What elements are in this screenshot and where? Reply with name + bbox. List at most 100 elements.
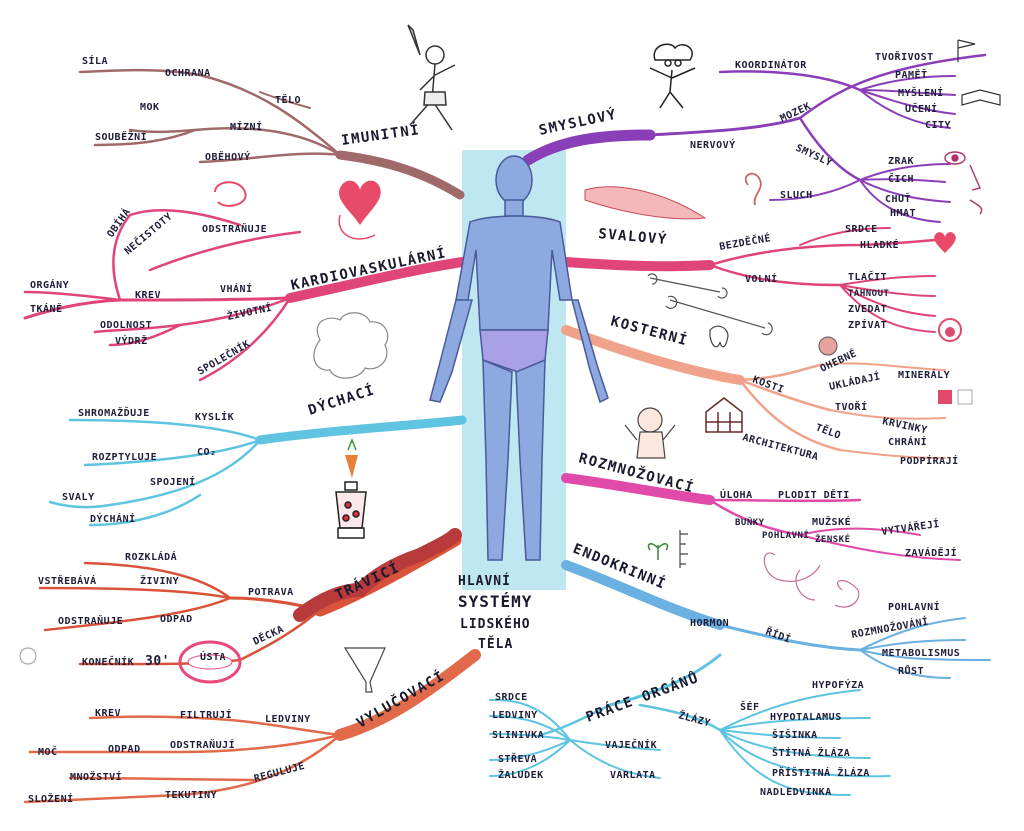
branch-kardio-lines (23, 209, 467, 382)
label: HLADKÉ (860, 238, 899, 251)
label: POTRAVA (248, 587, 294, 598)
label: KONEČNÍK (82, 655, 134, 668)
branch-prace-lines (489, 653, 891, 796)
label: TVOŘÍ (835, 400, 868, 413)
label: OCHRANA (165, 68, 211, 79)
baby-icon (624, 407, 676, 459)
carrot-icon (345, 437, 358, 478)
label: SLINIVKA (492, 730, 544, 741)
label: ODSTRAŇUJÍ (170, 738, 235, 751)
label: ŽLÁZY (677, 708, 712, 729)
label: MOČ (38, 745, 58, 758)
branch-endokrinni-lines (561, 560, 991, 679)
label: MOK (140, 102, 160, 113)
label: ÚLOHA (720, 488, 753, 501)
label: HORMON (690, 618, 729, 629)
label: SMYSLY (794, 143, 834, 170)
label: SPOJENÍ (150, 475, 196, 488)
label: VARLATA (610, 770, 656, 781)
bone-icon (647, 273, 773, 336)
branch-smyslovy-lines (522, 53, 987, 223)
label: SLUCH (780, 190, 813, 201)
cycle-icon (214, 181, 247, 207)
label: SÍLA (82, 54, 108, 67)
label: TKÁNĚ (30, 302, 63, 315)
label: KREV (95, 708, 121, 719)
label: ÚSTA (200, 650, 226, 663)
label: VYTVÁŘEJÍ (881, 517, 941, 538)
label: OBĚHOVÝ (205, 150, 251, 163)
branch-label-svalovy: SVALOVÝ (598, 224, 669, 248)
label: BEZDĚČNÉ (718, 231, 772, 253)
muscle-icon (584, 186, 707, 220)
label: STŘEVA (498, 752, 537, 765)
label: MNOŽSTVÍ (70, 770, 122, 783)
label: TEKUTINY (165, 790, 217, 801)
label: ŠÉF (740, 700, 760, 713)
label: NERVOVÝ (690, 138, 736, 151)
label: SRDCE (495, 692, 528, 703)
label: MINERÁLY (898, 368, 950, 381)
label: 30' (145, 654, 170, 669)
label: ODPAD (160, 614, 193, 625)
label: ZPÍVAT (848, 318, 887, 331)
label: ŽALUDEK (498, 768, 544, 781)
label: HYPOFÝZA (812, 678, 864, 691)
lungs-icon (313, 312, 389, 379)
branch-dychaci-lines (48, 415, 467, 527)
small-heart-icon (934, 232, 956, 253)
branch-rozmnozovaci-lines (561, 473, 961, 561)
label: ODOLNOST (100, 320, 152, 331)
label: ODSTRAŇUJE (58, 614, 123, 627)
label: ORGÁNY (30, 278, 69, 291)
label: ARCHITEKTURA (741, 432, 819, 463)
label: BUŇKY (735, 516, 765, 528)
label: REGULUJE (253, 761, 306, 785)
center-title-4: TĚLA (478, 636, 513, 652)
label: TÁHNOUT (848, 287, 890, 299)
tooth-icon (709, 325, 729, 348)
label: VAJEČNÍK (605, 738, 657, 751)
label: PLODIT DĚTI (778, 488, 850, 501)
label: DÝCHÁNÍ (90, 512, 136, 525)
label: VSTŘEBÁVÁ (38, 574, 97, 587)
label: HYPOTALAMUS (770, 712, 842, 723)
label: KYSLÍK (195, 410, 234, 423)
label: UČENÍ (905, 102, 938, 115)
label: ŽENSKÉ (815, 533, 851, 545)
label: VOLNÍ (745, 272, 778, 285)
label: PODPÍRAJÍ (900, 454, 959, 467)
label: TĚLO (814, 421, 843, 442)
label: SHROMAŽĎUJE (78, 406, 150, 419)
ruler-icon (679, 530, 688, 568)
intestine-icon (293, 528, 462, 622)
house-icon (705, 397, 743, 433)
label: FILTRUJÍ (180, 708, 232, 721)
label: LEDVINY (492, 710, 538, 721)
label: ODSTRAŇUJE (202, 222, 267, 235)
label: CITY (925, 120, 951, 131)
singing-face-icon (938, 318, 962, 342)
label: PŘÍŠTITNÁ ŽLÁZA (772, 766, 870, 779)
eye-icon (944, 151, 983, 215)
branch-imunitni-lines (78, 68, 465, 200)
label: PAMĚŤ (895, 68, 928, 81)
label: LEDVINY (265, 714, 311, 725)
branch-label-kosterni: KOSTERNÍ (609, 312, 690, 349)
label: MUŽSKÉ (812, 515, 851, 528)
mouth-icon (178, 640, 242, 684)
label: ZAVÁDĚJÍ (905, 546, 957, 559)
label: ZRAK (888, 156, 914, 167)
label: ZVEDAT (848, 304, 887, 315)
label: HMAT (890, 208, 916, 219)
label: KREV (135, 290, 161, 301)
label: TVOŘIVOST (875, 50, 934, 63)
label: UKLÁDAJÍ (828, 369, 882, 393)
label: CHUŤ (885, 192, 911, 205)
label: MOZEK (779, 101, 813, 125)
label: SLOŽENÍ (28, 792, 74, 805)
branch-vylucovaci-lines (23, 649, 481, 804)
center-title-1: HLAVNÍ (458, 573, 511, 589)
label: NADLEDVINKA (760, 787, 832, 798)
